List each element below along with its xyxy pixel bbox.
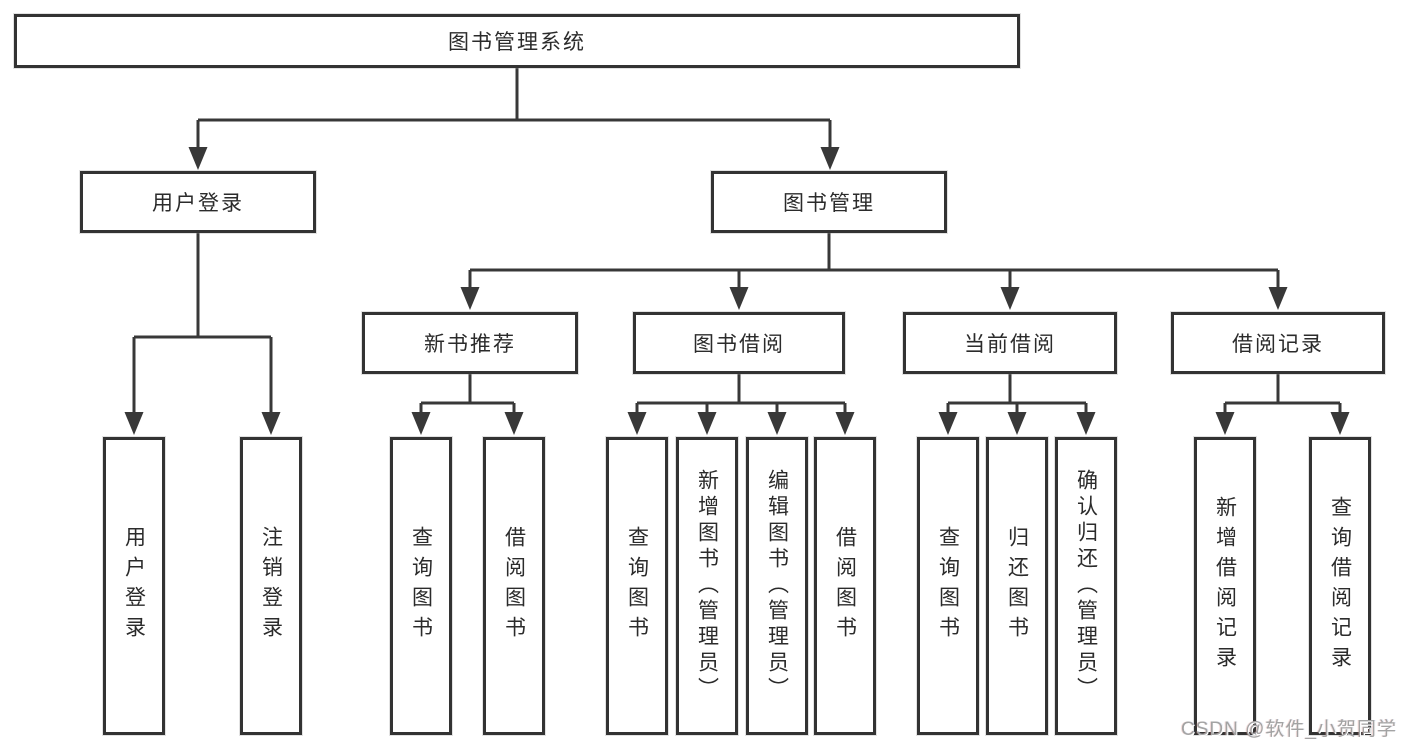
leaf-borrowing-borrow-label: 借阅图书 <box>833 526 857 646</box>
node-user-login: 用户登录 <box>80 171 316 233</box>
node-borrow-records-label: 借阅记录 <box>1232 333 1324 356</box>
leaf-newbooks-search-label: 查询图书 <box>409 526 433 646</box>
leaf-borrowing-edit-admin-label: 编辑图书（管理员） <box>765 469 789 703</box>
leaf-newbooks-borrow-label: 借阅图书 <box>502 526 526 646</box>
leaf-records-add: 新增借阅记录 <box>1194 437 1256 735</box>
leaf-newbooks-search: 查询图书 <box>390 437 452 735</box>
node-new-book-recommend-label: 新书推荐 <box>424 333 516 356</box>
leaf-current-search-label: 查询图书 <box>936 526 960 646</box>
node-current-borrowing: 当前借阅 <box>903 312 1117 374</box>
node-book-borrowing-label: 图书借阅 <box>693 333 785 356</box>
leaf-records-search: 查询借阅记录 <box>1309 437 1371 735</box>
leaf-borrowing-edit-admin: 编辑图书（管理员） <box>746 437 808 735</box>
node-borrow-records: 借阅记录 <box>1171 312 1385 374</box>
leaf-current-confirm-admin: 确认归还（管理员） <box>1055 437 1117 735</box>
leaf-records-search-label: 查询借阅记录 <box>1328 496 1352 676</box>
csdn-watermark: CSDN @软件_小贺同学 <box>1181 719 1397 740</box>
node-book-management: 图书管理 <box>711 171 947 233</box>
leaf-user-login: 用户登录 <box>103 437 165 735</box>
leaf-newbooks-borrow: 借阅图书 <box>483 437 545 735</box>
leaf-borrowing-search-label: 查询图书 <box>625 526 649 646</box>
leaf-borrowing-add-admin-label: 新增图书（管理员） <box>695 469 719 703</box>
leaf-current-confirm-admin-label: 确认归还（管理员） <box>1074 469 1098 703</box>
node-root-system: 图书管理系统 <box>14 14 1020 68</box>
leaf-borrowing-search: 查询图书 <box>606 437 668 735</box>
leaf-logout: 注销登录 <box>240 437 302 735</box>
leaf-current-return-label: 归还图书 <box>1005 526 1029 646</box>
leaf-logout-label: 注销登录 <box>259 526 283 646</box>
node-book-borrowing: 图书借阅 <box>633 312 845 374</box>
leaf-borrowing-add-admin: 新增图书（管理员） <box>676 437 738 735</box>
leaf-current-search: 查询图书 <box>917 437 979 735</box>
node-current-borrowing-label: 当前借阅 <box>964 333 1056 356</box>
node-new-book-recommend: 新书推荐 <box>362 312 578 374</box>
leaf-current-return: 归还图书 <box>986 437 1048 735</box>
node-book-management-label: 图书管理 <box>783 192 875 215</box>
node-root-label: 图书管理系统 <box>448 31 586 54</box>
leaf-borrowing-borrow: 借阅图书 <box>814 437 876 735</box>
node-user-login-label: 用户登录 <box>152 192 244 215</box>
leaf-user-login-label: 用户登录 <box>122 526 146 646</box>
leaf-records-add-label: 新增借阅记录 <box>1213 496 1237 676</box>
